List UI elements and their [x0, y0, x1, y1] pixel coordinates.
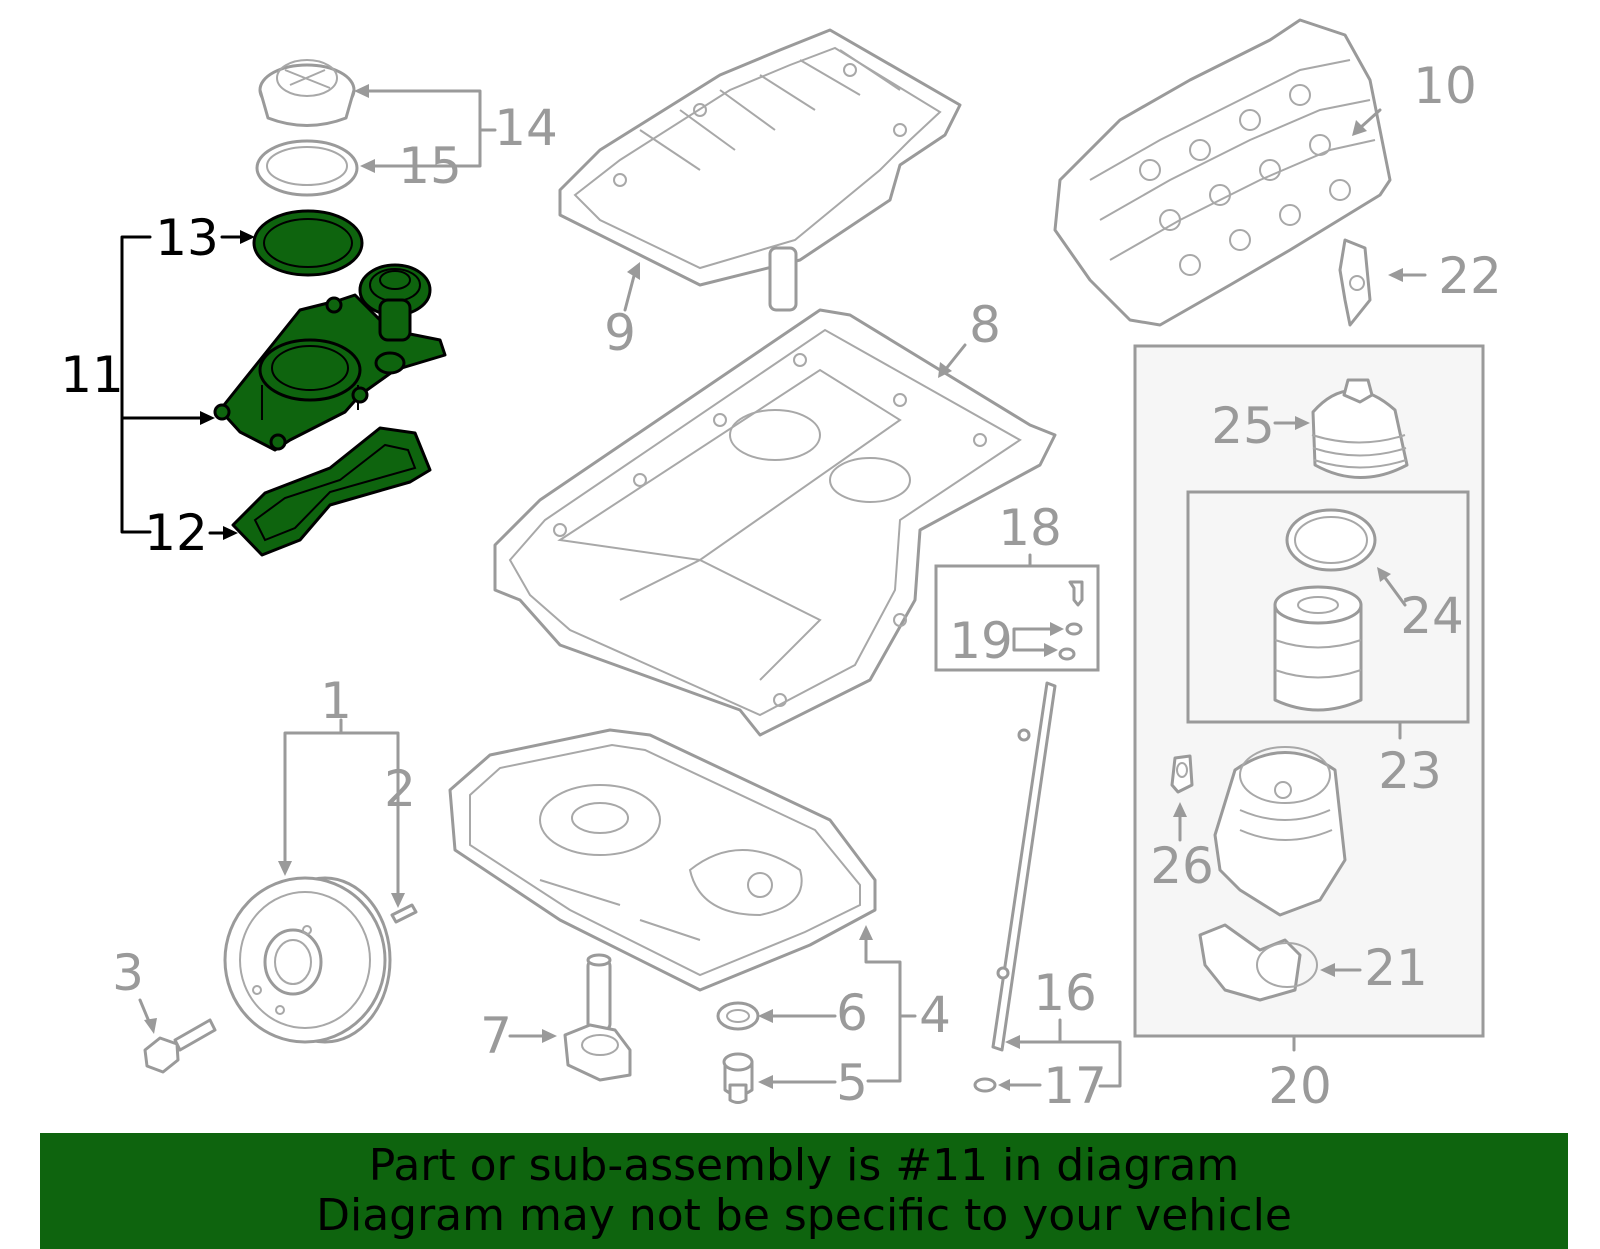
- callout-21: 21: [1364, 939, 1428, 997]
- callout-26: 26: [1150, 837, 1214, 895]
- callout-1: 1: [320, 672, 352, 730]
- part-21-housing-gasket: [1198, 923, 1318, 1002]
- callout-22: 22: [1438, 247, 1502, 305]
- part-2-dowel-pin: [390, 903, 418, 924]
- callout-17: 17: [1043, 1057, 1107, 1115]
- part-15-cap-seal: [255, 139, 359, 197]
- part-4-lower-oil-pan: [448, 728, 877, 992]
- part-16-dipstick-tube: [991, 681, 1057, 1052]
- callout-20: 20: [1268, 1057, 1332, 1115]
- callout-8: 8: [969, 296, 1001, 354]
- callout-2: 2: [384, 760, 416, 818]
- part-11-assembly-highlight[interactable]: [120, 209, 447, 557]
- part-7-oil-level-sensor: [563, 953, 632, 1082]
- part-13-seal: [252, 209, 364, 277]
- callout-4: 4: [919, 986, 951, 1044]
- callout-19: 19: [949, 612, 1013, 670]
- part-14-oil-filler-cap: [258, 59, 356, 127]
- callout-10: 10: [1413, 57, 1477, 115]
- part-22-bracket: [1338, 238, 1372, 327]
- callout-18: 18: [998, 499, 1062, 557]
- part-24-seal: [1285, 508, 1377, 572]
- part-26-sensor: [1170, 754, 1194, 794]
- callout-9: 9: [604, 304, 636, 362]
- banner-line-2: Diagram may not be specific to your vehi…: [316, 1190, 1292, 1241]
- part-3-bolt: [143, 1018, 217, 1074]
- part-17-o-ring: [973, 1077, 997, 1093]
- callout-24: 24: [1400, 587, 1464, 645]
- callout-16: 16: [1033, 964, 1097, 1022]
- callout-13: 13: [155, 209, 219, 267]
- part-20-oil-filter-housing: [1213, 746, 1347, 917]
- callout-25: 25: [1211, 397, 1275, 455]
- callout-12: 12: [144, 504, 208, 562]
- part-9-oil-pan-upper: [558, 28, 962, 312]
- callout-14: 14: [494, 99, 558, 157]
- part-23-oil-filter: [1273, 585, 1363, 712]
- part-5-drain-plug: [722, 1052, 754, 1104]
- callout-15: 15: [398, 137, 462, 195]
- banner-line-1: Part or sub-assembly is #11 in diagram: [368, 1140, 1240, 1191]
- part-6-washer: [716, 1001, 760, 1031]
- part-11-crankcase-vent-valve: [213, 263, 447, 452]
- part-1-crankshaft-pulley: [223, 876, 392, 1044]
- callout-11: 11: [60, 346, 124, 404]
- part-8-oil-pan: [493, 308, 1057, 737]
- part-25-oil-filter-cap: [1311, 378, 1409, 479]
- part-10-engine-block: [1053, 18, 1392, 327]
- part-18-box: [934, 564, 1100, 672]
- info-banner: Part or sub-assembly is #11 in diagram D…: [40, 1133, 1568, 1249]
- callout-3: 3: [112, 944, 144, 1002]
- callout-7: 7: [480, 1007, 512, 1065]
- part-12-gasket: [231, 426, 432, 557]
- callout-6: 6: [836, 984, 868, 1042]
- callout-23: 23: [1378, 742, 1442, 800]
- callout-5: 5: [836, 1054, 868, 1112]
